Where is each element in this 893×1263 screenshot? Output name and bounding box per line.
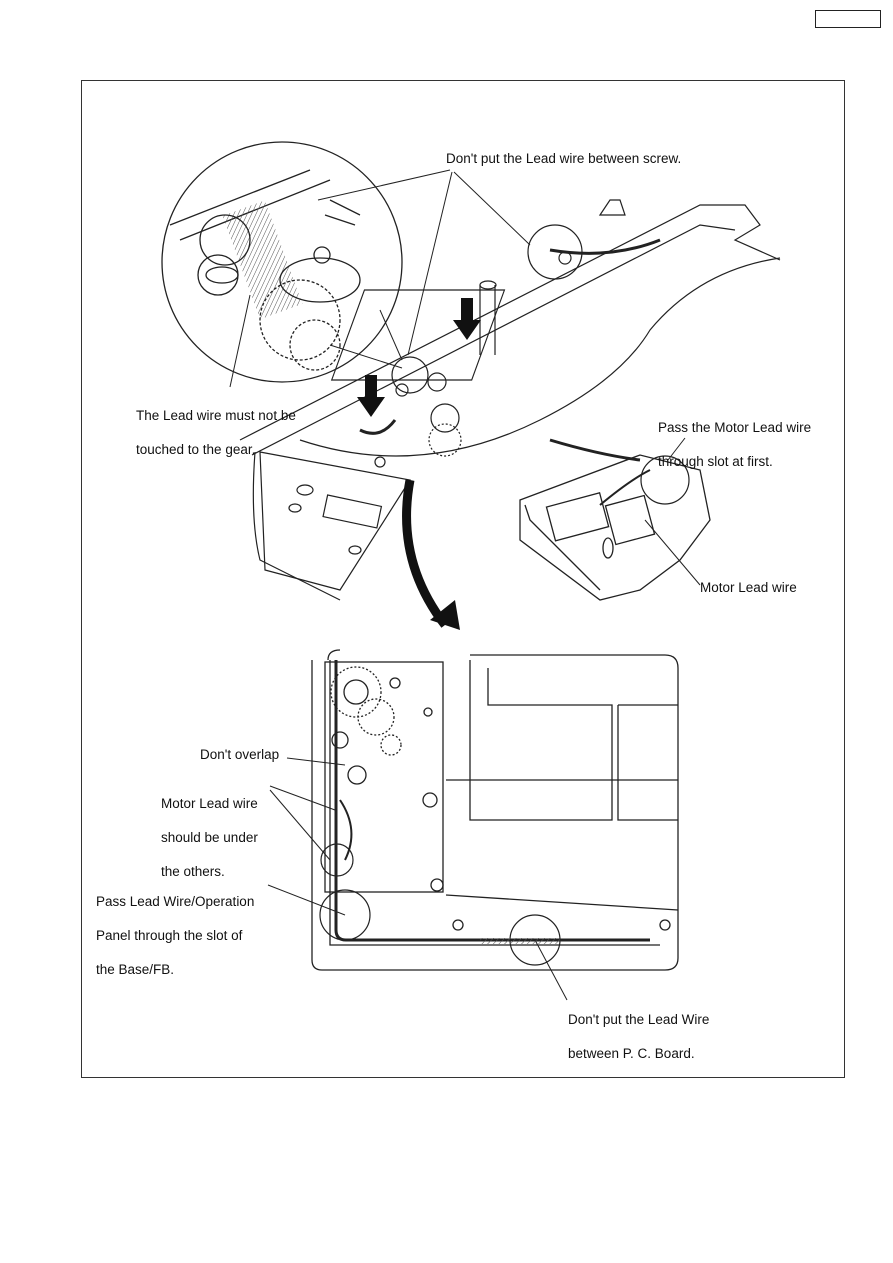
callout-circles (319, 224, 690, 966)
motor-lead-label: Motor Lead wire (700, 580, 797, 595)
pcb-note-line1: Don't put the Lead Wire (568, 1012, 710, 1027)
gear-note-line2: touched to the gear. (136, 442, 256, 457)
pass-lead-line2: Panel through the slot of (96, 928, 243, 943)
diagram-frame (81, 80, 845, 1078)
base-plan-view (311, 649, 679, 971)
down-arrow-icon (357, 298, 481, 417)
screw-note-label: Don't put the Lead wire between screw. (446, 151, 682, 166)
dont-overlap-label: Don't overlap (200, 747, 280, 762)
pass-lead-line1: Pass Lead Wire/Operation (96, 894, 255, 909)
motor-slot-line2: through slot at first. (658, 454, 773, 469)
connector-panel-inset (519, 438, 711, 601)
motor-slot-label: Pass the Motor Lead wire through slot at… (658, 402, 811, 470)
motor-under-label: Motor Lead wire should be under the othe… (161, 778, 258, 880)
gear-note-line1: The Lead wire must not be (136, 408, 296, 423)
page-number-box (815, 10, 881, 28)
magnified-gear-detail (161, 141, 403, 383)
pcb-note-line2: between P. C. Board. (568, 1046, 695, 1061)
pass-lead-label: Pass Lead Wire/Operation Panel through t… (96, 876, 254, 978)
leader-lines (229, 169, 701, 1001)
motor-under-line2: should be under (161, 830, 258, 845)
base-perspective-view (239, 199, 781, 601)
motor-slot-line1: Pass the Motor Lead wire (658, 420, 812, 435)
motor-under-line3: the others. (161, 864, 225, 879)
pass-lead-line3: the Base/FB. (96, 962, 175, 977)
gear-note-label: The Lead wire must not be touched to the… (136, 390, 296, 458)
motor-under-line1: Motor Lead wire (161, 796, 258, 811)
pcb-note-label: Don't put the Lead Wire between P. C. Bo… (568, 994, 709, 1062)
curved-arrow-icon (402, 479, 460, 630)
